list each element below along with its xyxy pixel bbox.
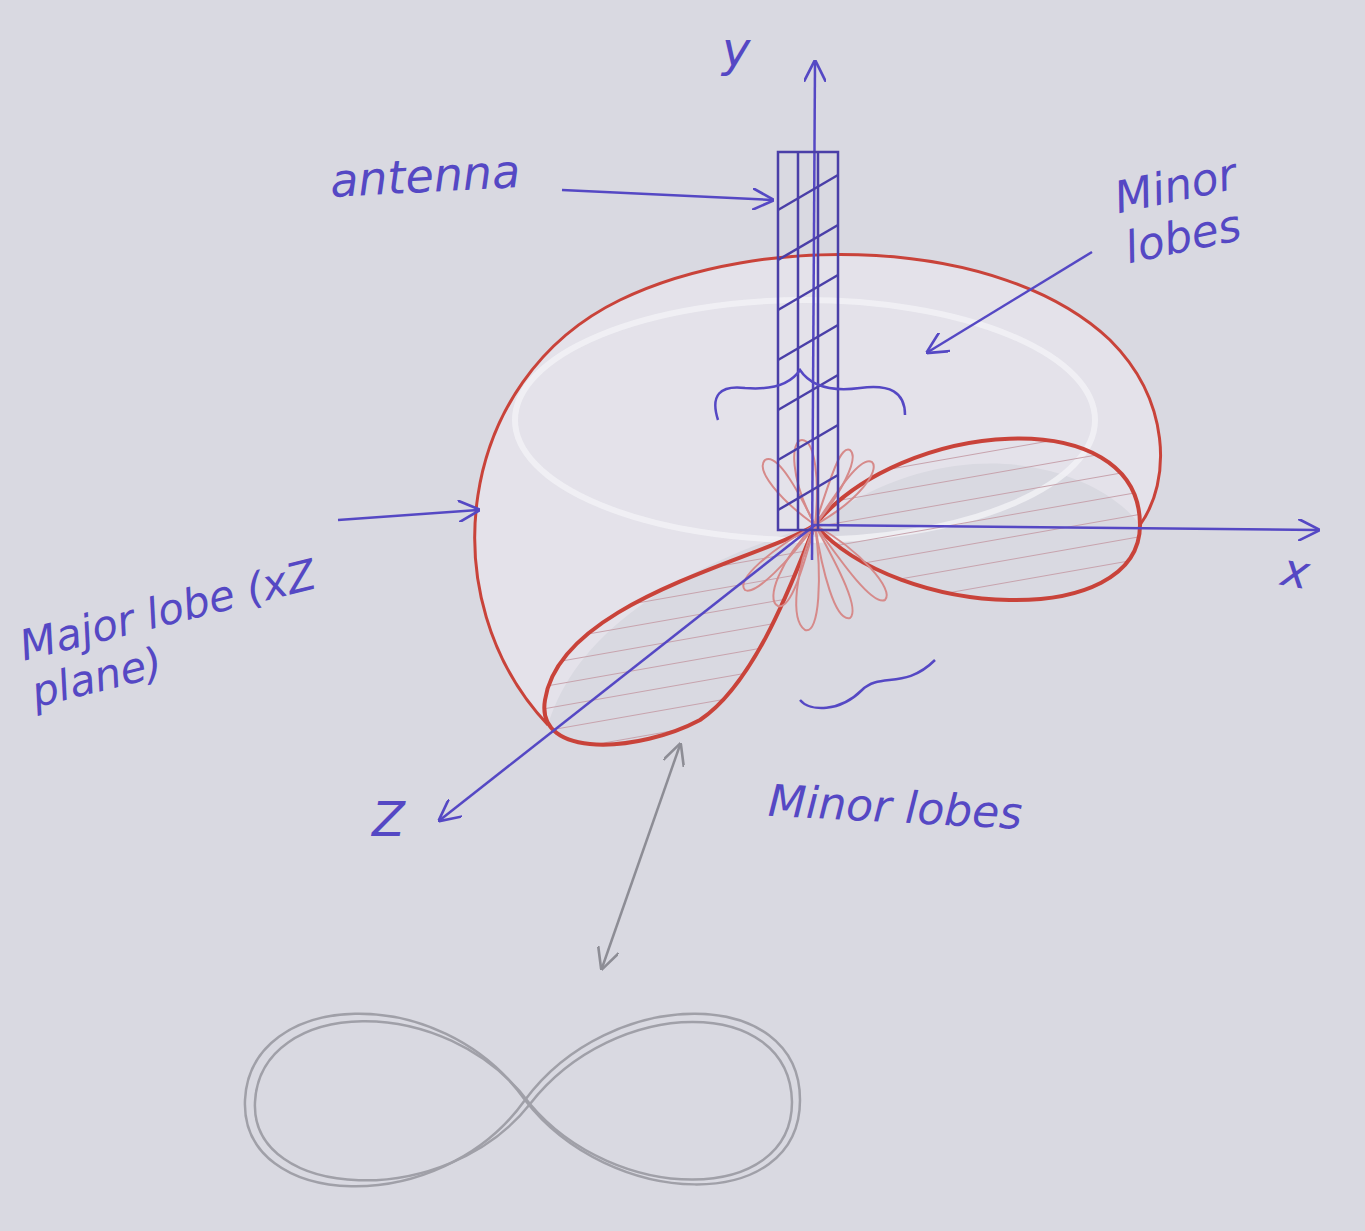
minor-lobes: [743, 440, 886, 630]
annotation-label: antenna: [329, 145, 522, 208]
leader-line: [602, 745, 680, 968]
annotation-label: Minor lobes: [1110, 128, 1351, 274]
antenna-symbol: [778, 152, 838, 530]
annotation-label: Minor lobes: [767, 776, 1239, 851]
leader-line: [338, 190, 1092, 520]
annotation-label: Major lobe (xZ plane): [15, 549, 339, 718]
figure-eight-section: [245, 1014, 800, 1187]
axis-label: Z: [372, 792, 405, 847]
bracket: [715, 370, 935, 708]
axis-label: y: [722, 22, 750, 77]
axis-label: x: [1278, 543, 1314, 600]
